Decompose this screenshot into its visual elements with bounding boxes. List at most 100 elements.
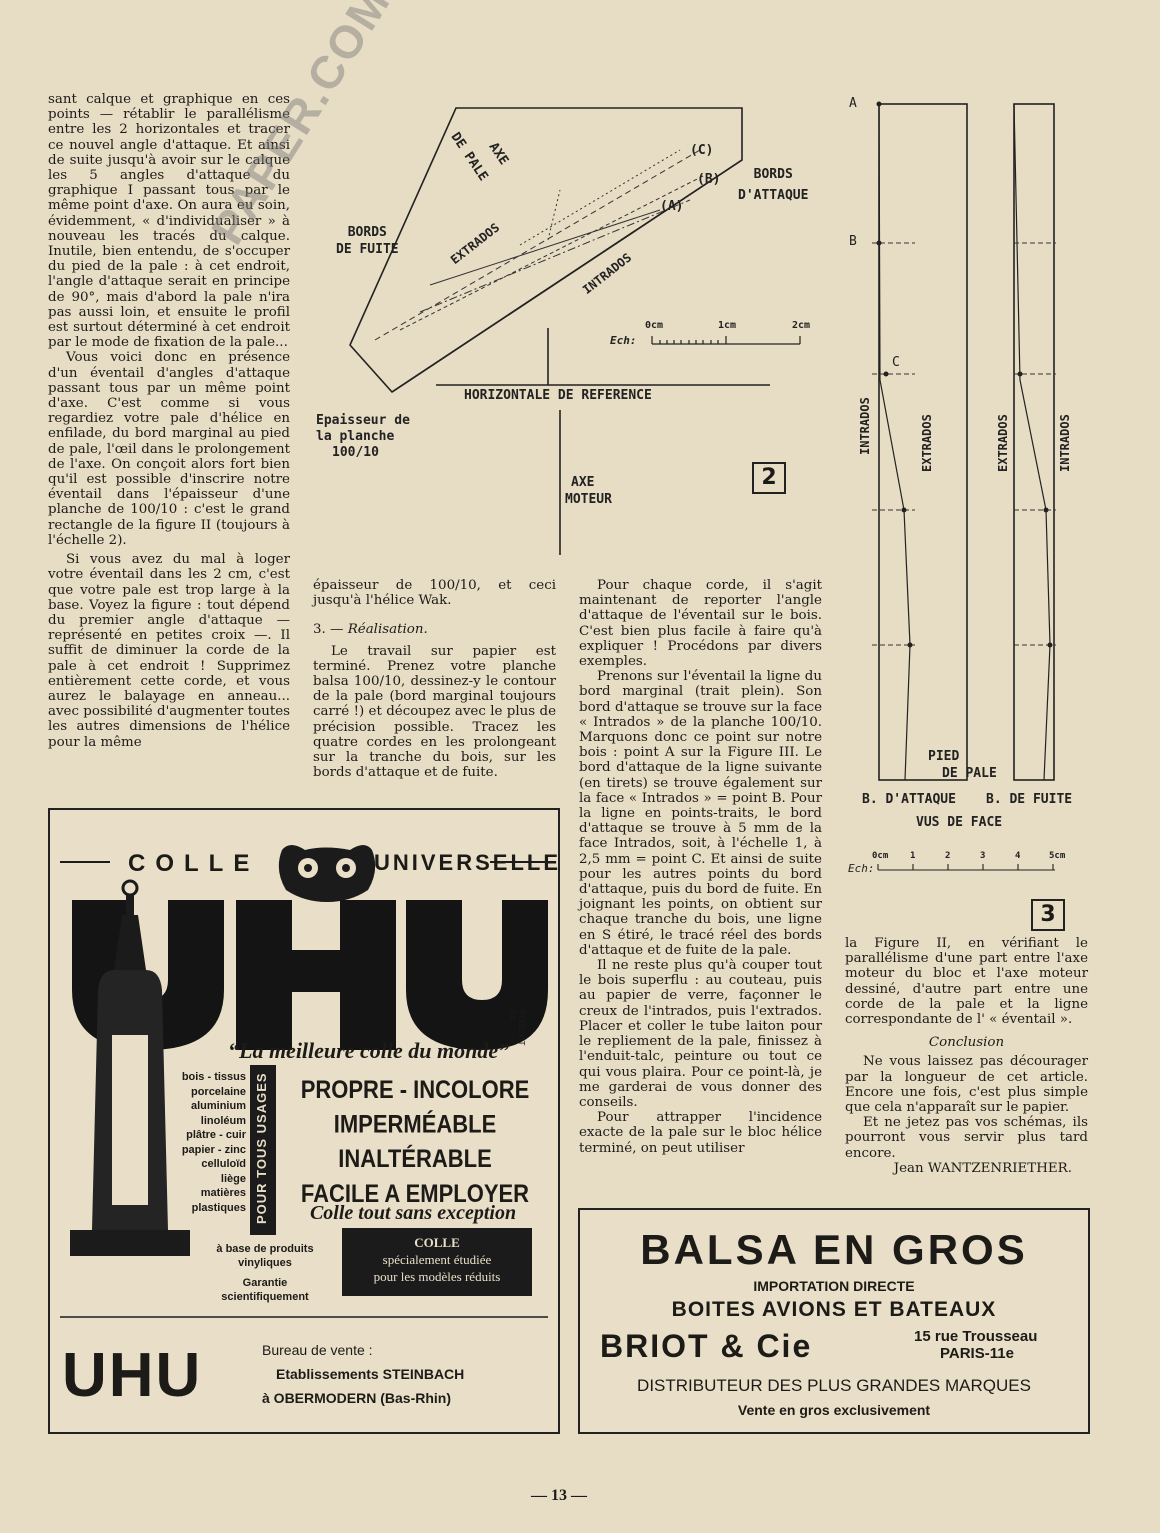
balsa-advertisement: BALSA EN GROS IMPORTATION DIRECTE BOITES… (578, 1208, 1090, 1434)
paragraph: Le travail sur papier est terminé. Prene… (313, 643, 556, 781)
uhu-bureau: Bureau de vente : Etablissements STEINBA… (262, 1338, 464, 1410)
uhu-claims: PROPRE - INCOLORE IMPERMÉABLE INALTÉRABL… (288, 1072, 542, 1211)
paragraph: sant calque et graphique en ces points —… (48, 92, 290, 351)
fig3-extrados-left: EXTRADOS (920, 414, 934, 472)
fig3-scale-tick: 0cm (872, 851, 889, 861)
label-line: PARIS-11e (940, 1345, 1014, 1362)
paragraph: Ne vous laissez pas décourager par la lo… (845, 1054, 1088, 1116)
balsa-boites: BOITES AVIONS ET BATEAUX (671, 1298, 997, 1321)
fig3-intrados-left: INTRADOS (858, 397, 872, 455)
material-item: papier - zinc (181, 1143, 246, 1156)
material-item: bois - tissus (181, 1071, 246, 1083)
paragraph: Pour attrapper l'incidence exacte de la … (579, 1110, 822, 1156)
label-line: à OBERMODERN (Bas-Rhin) (262, 1390, 452, 1406)
material-item: plâtre - cuir (186, 1129, 246, 1141)
material-item: plastiques (191, 1201, 246, 1214)
fig3-scale-tick: 2 (945, 851, 951, 861)
fig3-scale-tick: 4 (1015, 851, 1021, 861)
paragraph: Vous voici donc en présence d'un éventai… (48, 350, 290, 548)
fig3-intrados-right: INTRADOS (1058, 414, 1072, 472)
fig2-epaisseur-label: Epaisseur de la planche 100/10 (316, 413, 410, 461)
label-line: 15 rue Trousseau (914, 1328, 1038, 1345)
fig2-scale-2: 2cm (792, 320, 811, 331)
fig3-label-c: C (892, 355, 900, 370)
fig2-point-c: (C) (690, 143, 714, 158)
fig2-axe-moteur-label: AXE MOTEUR (565, 474, 612, 508)
conclusion-heading: Conclusion (928, 1035, 1005, 1051)
label-line: vinyliques (238, 1257, 292, 1269)
heading-title: Réalisation. (347, 622, 428, 638)
page-number: — 13 — (531, 1487, 587, 1504)
label-line: pour les modèles réduits (373, 1269, 501, 1284)
fig3-scale-tick: 1 (910, 851, 916, 861)
paragraph: Il ne reste plus qu'à couper tout le boi… (579, 958, 822, 1110)
uhu-advertisement: COLLE UNIVERSELLE PUBLIVIT 84 “La meille… (48, 808, 560, 1434)
material-item: aluminium (190, 1100, 246, 1112)
claim-line: PROPRE - INCOLORE (300, 1075, 530, 1104)
fig3-caption-attaque: B. D'ATTAQUE (862, 792, 956, 807)
balsa-distrib: DISTRIBUTEUR DES PLUS GRANDES MARQUES (637, 1376, 1031, 1395)
label-line: BORDS (347, 225, 387, 240)
uhu-universelle-label: UNIVERSELLE (374, 850, 560, 875)
uhu-base-produits: à base de produits vinyliques Garantie s… (200, 1242, 330, 1304)
uhu-materials-list: bois - tissus porcelaine aluminium linol… (174, 1070, 246, 1215)
uhu-colle-label: COLLE (128, 850, 260, 877)
text-column-left: sant calque et graphique en ces points —… (48, 92, 290, 750)
fig2-scale-label: Ech: (610, 334, 637, 347)
balsa-importation: IMPORTATION DIRECTE (753, 1278, 915, 1294)
fig2-bords-fuite-label: BORDS DE FUITE (336, 224, 399, 258)
label-line: Etablissements STEINBACH (276, 1366, 465, 1382)
uhu-ad-graphics (60, 845, 548, 1318)
balsa-briot-row: BRIOT & Cie 15 rue Trousseau PARIS-11e (580, 1326, 1088, 1372)
material-item: linoléum (200, 1114, 246, 1127)
fig3-caption-fuite: B. DE FUITE (986, 792, 1073, 807)
paragraph: épaisseur de 100/10, et ceci jusqu'à l'h… (313, 578, 556, 609)
label-line: COLLE (414, 1235, 460, 1250)
figure-number-2: 2 (752, 462, 786, 494)
fig2-bords-attaque-label: BORDS D'ATTAQUE (738, 164, 808, 206)
figure-number-3: 3 (1031, 899, 1065, 931)
fig3-scale-tick: 5cm (1049, 851, 1066, 861)
heading-number: 3. — (313, 622, 348, 638)
label-line: Epaisseur de (316, 413, 410, 428)
fig3-caption-face: VUS DE FACE (916, 815, 1003, 830)
label-line: scientifiquement (221, 1291, 309, 1303)
fig3-extrados-right: EXTRADOS (996, 414, 1010, 472)
material-item: celluloïd (201, 1158, 246, 1170)
label-line: DE PALE (942, 766, 997, 781)
fig2-scale-0: 0cm (645, 320, 664, 331)
balsa-address: 15 rue Trousseau PARIS-11e (914, 1328, 1037, 1362)
text-column-middle: épaisseur de 100/10, et ceci jusqu'à l'h… (313, 578, 556, 780)
label-line: AXE (571, 475, 595, 490)
label-line: MOTEUR (565, 492, 612, 507)
section-heading: 3. — Réalisation. (313, 622, 556, 637)
label-line: DE FUITE (336, 242, 399, 257)
fig3-label-a: A (849, 96, 857, 111)
label-line: la planche (316, 429, 395, 444)
claim-line: IMPERMÉABLE (333, 1110, 497, 1139)
fig3-pied-label: PIED DE PALE (928, 748, 997, 782)
signature: Jean WANTZENRIETHER. (893, 1160, 1072, 1176)
uhu-colle-tout: Colle tout sans exception (309, 1202, 517, 1224)
claim-line: FACILE A EMPLOYER (300, 1179, 530, 1208)
label-line: 100/10 (332, 445, 379, 460)
material-item: porcelaine (190, 1085, 246, 1098)
fig3-scale-tick: 3 (980, 851, 986, 861)
claim-line: INALTÉRABLE (338, 1144, 492, 1173)
fig2-horizontale-label: HORIZONTALE DE REFERENCE (464, 388, 652, 403)
uhu-publivit: PUBLIVIT 84 (508, 1010, 526, 1046)
fig2-point-a: (A) (660, 199, 684, 214)
uhu-modeles-box: COLLE spécialement étudiée pour les modè… (342, 1234, 532, 1285)
balsa-briot: BRIOT & Cie (600, 1328, 813, 1364)
fig2-point-b: (B) (697, 172, 721, 187)
paragraph: Et ne jetez pas vos schémas, ils pourron… (845, 1115, 1088, 1161)
label-line: PIED (928, 749, 960, 764)
label-line: Bureau de vente : (262, 1342, 373, 1358)
material-item: matières (200, 1187, 246, 1199)
label-line: Garantie (242, 1277, 288, 1289)
label-line: D'ATTAQUE (738, 188, 809, 203)
text-column-right: Pour chaque corde, il s'agit maintenant … (579, 578, 822, 1156)
label-line: à base de produits (216, 1243, 314, 1255)
balsa-title: BALSA EN GROS (640, 1226, 1028, 1273)
